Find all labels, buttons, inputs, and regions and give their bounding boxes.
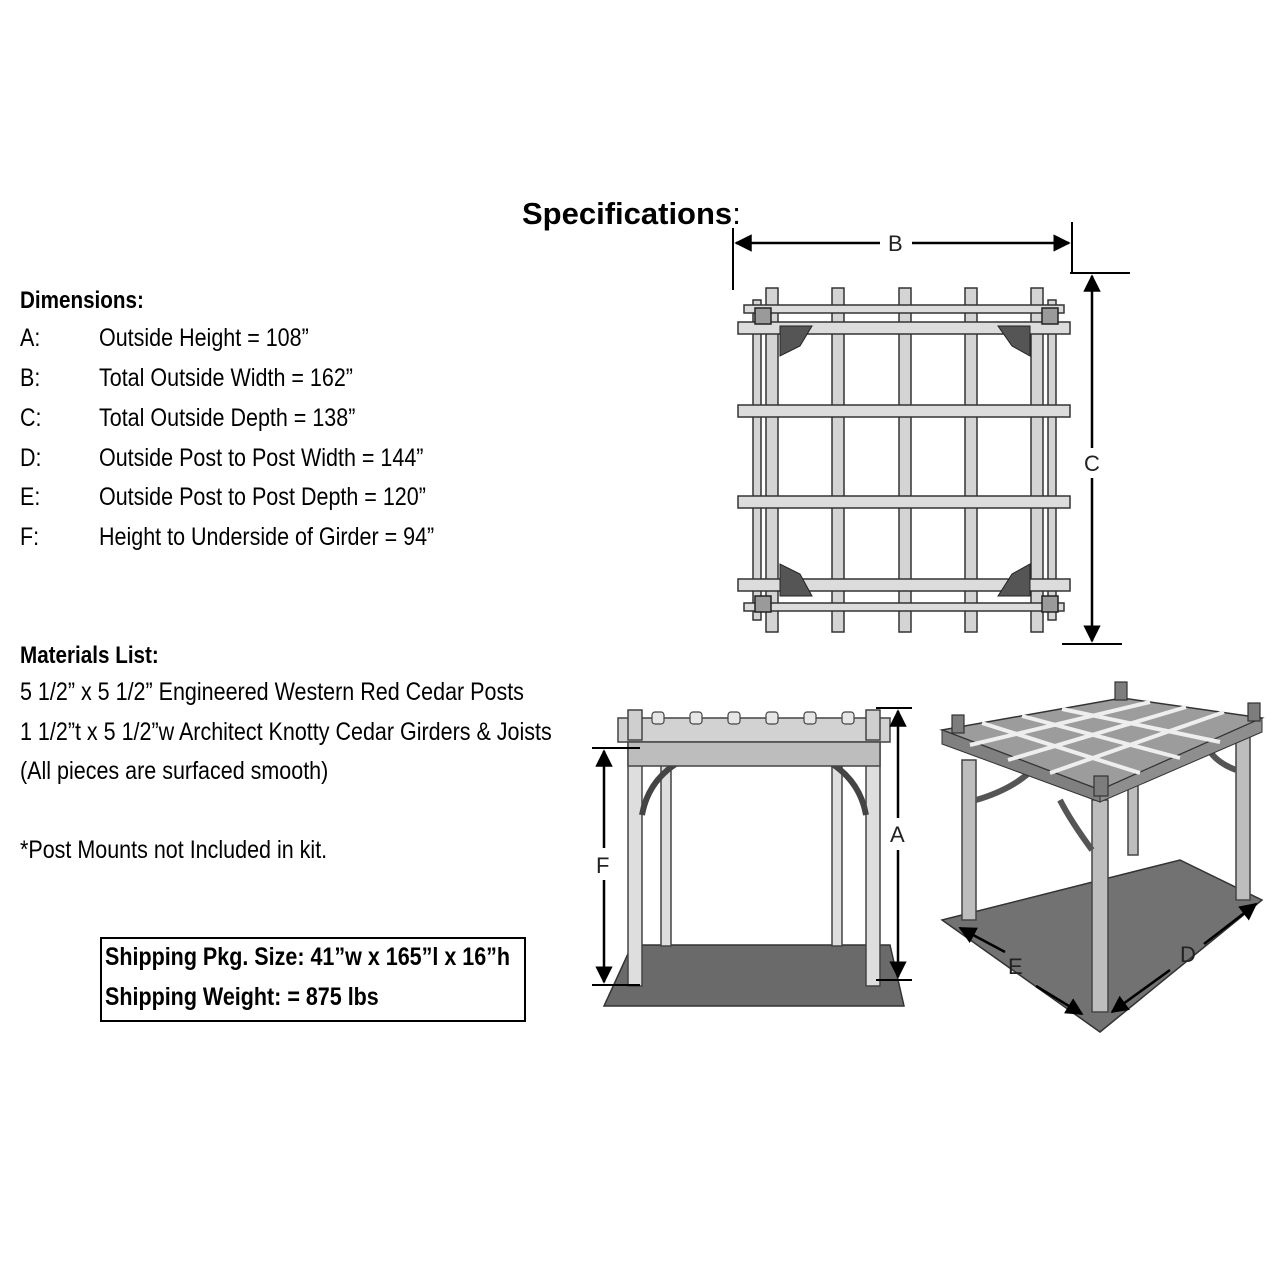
dimension-label-c: C: [1084, 451, 1100, 476]
shipping-weight: Shipping Weight: = 875 lbs: [105, 983, 379, 1011]
front-view-diagram: F A: [592, 707, 912, 1007]
dimensions-heading: Dimensions:: [20, 287, 144, 314]
dimension-label-a: A: [890, 822, 905, 847]
shipping-box: Shipping Pkg. Size: 41”w x 165”l x 16”h …: [100, 937, 526, 1022]
material-line-surface: (All pieces are surfaced smooth): [20, 757, 329, 785]
post-mount-note: *Post Mounts not Included in kit.: [20, 836, 328, 864]
shipping-size: Shipping Pkg. Size: 41”w x 165”l x 16”h: [105, 943, 511, 971]
dimension-label-e: E: [1008, 954, 1023, 979]
dimension-label-d: D: [1180, 942, 1196, 967]
top-view-diagram: B C: [732, 222, 1130, 645]
specifications-title: Specifications:: [522, 196, 741, 231]
dimension-label-b: B: [888, 231, 903, 256]
material-line-girders: 1 1/2”t x 5 1/2”w Architect Knotty Cedar…: [20, 718, 552, 746]
materials-heading: Materials List:: [20, 642, 159, 669]
perspective-view-diagram: E D: [939, 681, 1265, 1033]
dimension-label-f: F: [596, 853, 609, 878]
material-line-posts: 5 1/2” x 5 1/2” Engineered Western Red C…: [20, 678, 524, 706]
